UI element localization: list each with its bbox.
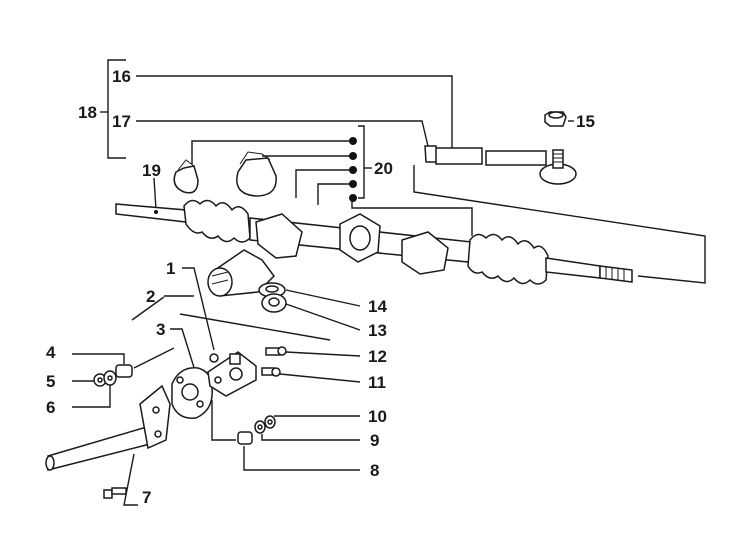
- bolt-11: [261, 367, 281, 377]
- group-bracket-18: [100, 59, 126, 159]
- bolt-7: [103, 487, 127, 499]
- sleeve-4: [115, 364, 133, 378]
- label-3: 3: [156, 320, 165, 339]
- leader-8: [243, 446, 360, 471]
- steering-column-shaft: [45, 384, 171, 471]
- label-11: 11: [368, 373, 386, 392]
- clamp-plate-1: [207, 351, 257, 397]
- leader-11: [279, 373, 361, 383]
- washer-6: [103, 370, 117, 386]
- label-14: 14: [368, 297, 387, 316]
- washer-13: [261, 293, 287, 313]
- leader-7: [123, 453, 138, 506]
- leader-2c: [179, 313, 331, 341]
- label-15: 15: [576, 112, 595, 131]
- leader-19: [153, 177, 157, 211]
- label-7: 7: [142, 488, 151, 507]
- leader-12: [285, 351, 361, 357]
- steering-rack-housing: [115, 199, 633, 297]
- label-5: 5: [46, 372, 55, 391]
- leaders-20: [191, 125, 473, 236]
- label-2: 2: [146, 287, 155, 306]
- leader-14: [285, 289, 361, 307]
- leader-3: [170, 328, 197, 375]
- leader-3b: [211, 400, 236, 441]
- clamp-small: [173, 159, 199, 194]
- sleeve-8: [237, 431, 253, 445]
- label-20: 20: [374, 159, 393, 178]
- label-13: 13: [368, 321, 387, 340]
- flange-plate-3: [171, 367, 213, 419]
- label-19: 19: [142, 161, 161, 180]
- label-1: 1: [166, 259, 175, 278]
- label-10: 10: [368, 407, 387, 426]
- leader-13: [285, 303, 361, 331]
- label-12: 12: [368, 347, 387, 366]
- label-8: 8: [370, 461, 379, 480]
- dots-20: [349, 137, 357, 202]
- leader-1: [182, 267, 215, 351]
- label-6: 6: [46, 398, 55, 417]
- label-16: 16: [112, 67, 131, 86]
- part-labels: 1 2 3 4 5 6 7 8 9 10 11 12 13 14 15 16 1…: [46, 67, 595, 507]
- leader-6: [72, 385, 111, 408]
- leader-16: [136, 75, 453, 150]
- leader-4b: [133, 347, 175, 369]
- leader-4: [72, 353, 125, 364]
- washer-9: [254, 420, 266, 434]
- clamp-large: [236, 151, 277, 197]
- label-4: 4: [46, 343, 56, 362]
- label-18: 18: [78, 103, 97, 122]
- guide-line-right: [413, 165, 706, 284]
- leader-9: [261, 434, 360, 441]
- nut-10: [264, 415, 276, 429]
- label-9: 9: [370, 431, 379, 450]
- bolt-12: [265, 346, 287, 356]
- leader-2b: [131, 296, 165, 321]
- nut-15: [544, 111, 567, 127]
- leader-17: [136, 120, 429, 147]
- label-17: 17: [112, 112, 131, 131]
- tie-rod-assembly: [424, 145, 577, 185]
